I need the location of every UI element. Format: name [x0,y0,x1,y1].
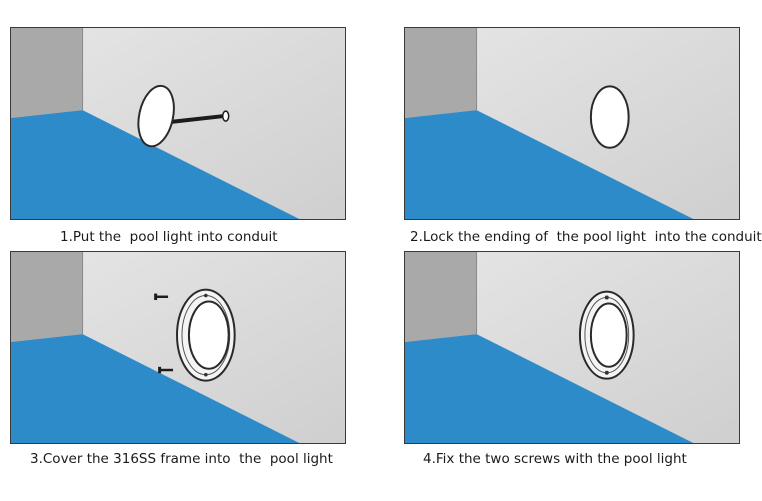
screw-hole-top [204,293,208,298]
pool-water [405,334,694,443]
pool-light [589,302,628,368]
step-3-caption: 3.Cover the 316SS frame into the pool li… [30,451,333,467]
screw-bottom-icon [158,366,174,374]
conduit-pipe [169,114,224,124]
step-2-caption: 2.Lock the ending of the pool light into… [410,229,762,245]
step-4-illustration [404,251,740,444]
step-2-illustration [404,27,740,220]
step-1-illustration [10,27,346,220]
pool-water [11,334,300,443]
screw-hole-bottom [204,372,208,377]
pool-water [405,110,694,219]
screw-top-icon [154,293,169,300]
side-wall [405,252,477,343]
screw-bottom-icon [604,370,609,375]
side-wall [405,28,477,119]
pool-light [589,85,630,149]
pool-water [11,110,300,219]
screw-top-icon [604,295,609,300]
step-4-caption: 4.Fix the two screws with the pool light [423,451,687,467]
side-wall [11,28,83,119]
pool-light [137,84,175,148]
step-3-illustration [10,251,346,444]
pool-light [187,300,230,370]
step-1-caption: 1.Put the pool light into conduit [60,229,278,245]
side-wall [11,252,83,343]
